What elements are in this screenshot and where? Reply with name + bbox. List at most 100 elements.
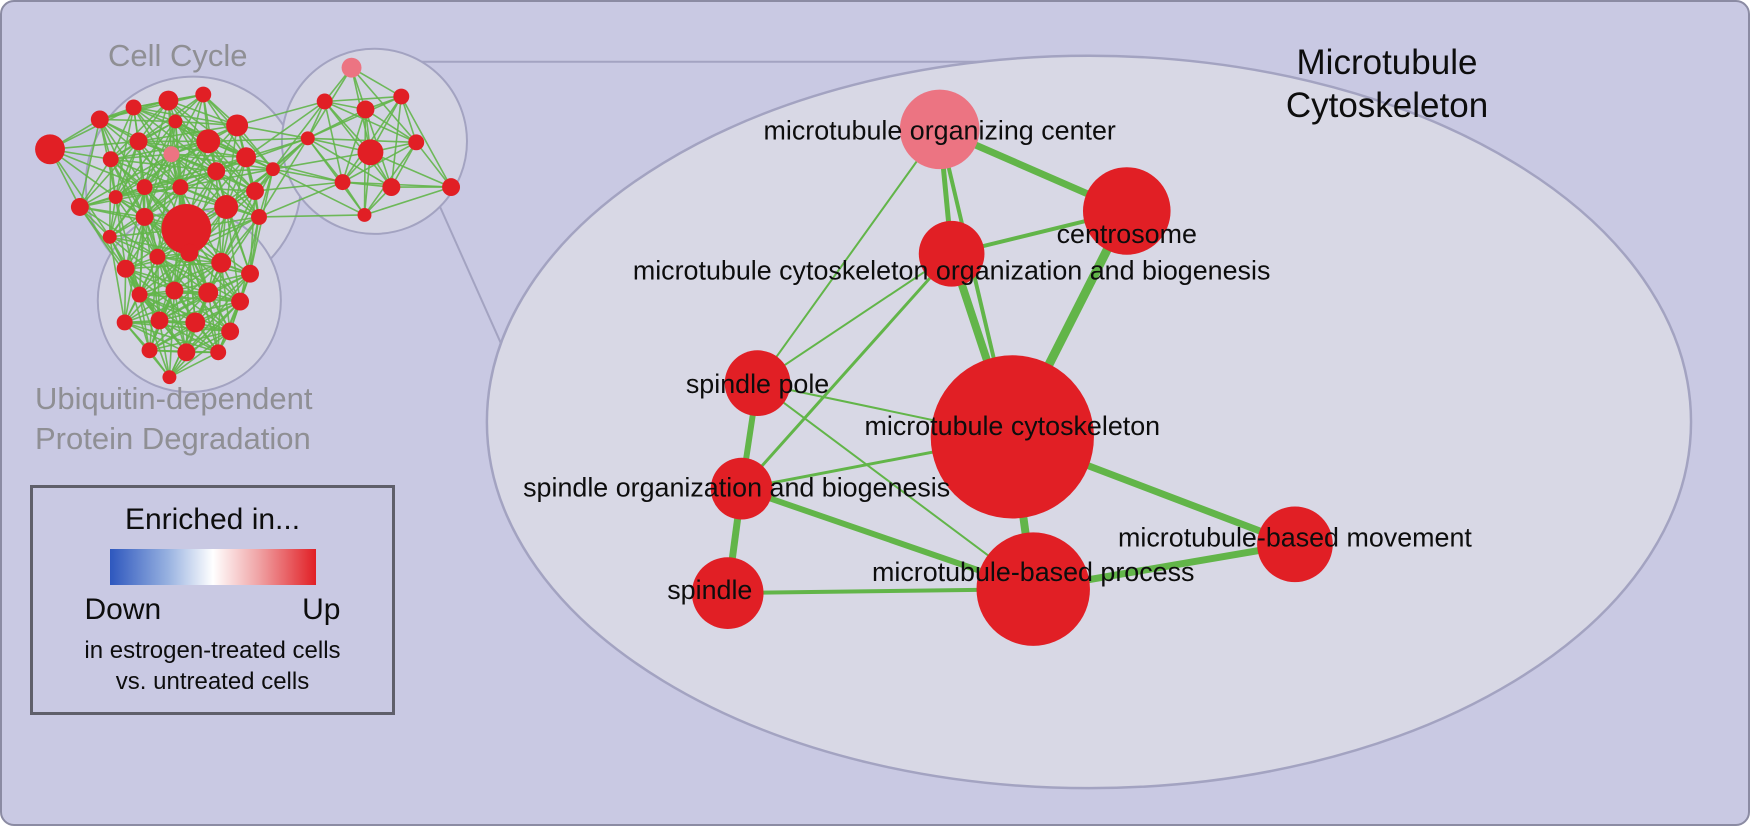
legend-endpoints: Down Up: [85, 593, 341, 627]
overview-node-31: [408, 134, 425, 151]
overview-node-20: [246, 182, 264, 201]
overview-node-18: [161, 204, 212, 254]
overview-edge: [272, 101, 326, 170]
overview-edge: [168, 300, 241, 378]
overview-node-50: [177, 343, 196, 362]
overview-node-4: [158, 90, 179, 111]
overview-node-10: [226, 114, 249, 137]
overview-edge: [79, 158, 112, 208]
edge-moc-spindle_pole: [756, 128, 941, 384]
node-label-process: microtubule-based process: [872, 557, 1194, 587]
node-spindle_pole: [724, 350, 791, 416]
overview-node-41: [131, 286, 148, 303]
cluster-label-ubiquitin-line2: Protein Degradation: [35, 420, 311, 456]
overview-node-34: [442, 178, 461, 197]
node-spindle_org: [710, 457, 773, 520]
overview-edge: [258, 181, 343, 218]
overview-edge: [124, 289, 175, 324]
overview-edge: [109, 107, 135, 160]
overview-edge: [400, 96, 417, 143]
overview-edge: [124, 321, 231, 333]
overview-edge: [144, 186, 227, 208]
node-process: [976, 532, 1090, 646]
overview-edge: [124, 216, 146, 269]
overview-node-51: [210, 344, 227, 361]
cluster-label-ubiquitin: Ubiquitin-dependent Protein Degradation: [35, 379, 313, 458]
overview-edge: [202, 94, 247, 158]
overview-edge: [115, 170, 217, 198]
overview-edge: [208, 137, 308, 143]
overview-edge: [307, 95, 402, 140]
overview-edge: [109, 236, 175, 292]
overview-edge: [207, 140, 260, 218]
overview-edge: [370, 151, 452, 188]
overview-node-46: [150, 311, 169, 330]
node-movement: [1257, 506, 1333, 583]
overview-node-8: [163, 146, 180, 163]
figure-title: Microtubule Cytoskeleton: [1247, 42, 1527, 127]
cluster-label-ubiquitin-line1: Ubiquitin-dependent: [35, 381, 313, 416]
overview-edge: [144, 156, 247, 188]
overview-node-11: [236, 147, 257, 168]
overview-node-38: [180, 243, 199, 262]
overview-edge: [108, 236, 126, 323]
overview-edge: [307, 137, 417, 144]
overview-edge: [236, 124, 308, 140]
legend-down-label: Down: [84, 593, 162, 626]
node-label-spindle_org: spindle organization and biogenesis: [523, 473, 950, 503]
overview-node-24: [168, 114, 183, 129]
overview-node-7: [102, 151, 119, 168]
overview-edge: [110, 153, 172, 161]
overview-node-5: [195, 86, 212, 103]
overview-node-29: [300, 131, 315, 146]
overview-edge: [245, 100, 326, 158]
overview-edge: [365, 108, 417, 143]
overview-node-40: [241, 264, 259, 283]
overview-edge: [114, 141, 140, 198]
overview-edge: [174, 272, 251, 292]
overview-node-28: [393, 88, 410, 105]
overview-edge: [342, 141, 417, 183]
overview-edge: [364, 186, 452, 216]
node-label-centrosome: centrosome: [1057, 219, 1197, 249]
overview-edge: [168, 330, 231, 378]
overview-node-21: [265, 162, 280, 177]
node-label-moc: microtubule organizing center: [764, 115, 1116, 145]
node-centrosome: [1082, 167, 1171, 255]
overview-edge: [138, 216, 146, 295]
overview-node-25: [341, 57, 362, 78]
overview-edge: [79, 119, 101, 208]
overview-node-1: [35, 134, 65, 165]
overview-edge: [123, 268, 127, 323]
overview-edge: [143, 121, 177, 218]
node-spindle: [691, 557, 764, 629]
overview-edge: [415, 141, 452, 188]
overview-edge: [124, 186, 146, 269]
overview-edge: [188, 252, 197, 323]
overview-edge: [341, 96, 402, 183]
overview-edge: [236, 100, 325, 127]
cluster-label-cell-cycle: Cell Cycle: [108, 38, 248, 73]
overview-node-47: [185, 312, 206, 333]
overview-edge: [110, 99, 170, 160]
overview-edge: [109, 186, 146, 238]
legend-gradient-bar: [109, 549, 316, 585]
overview-edge: [175, 120, 274, 170]
overview-edge: [143, 121, 177, 188]
overview-node-36: [116, 259, 135, 278]
overview-edge: [341, 109, 367, 183]
legend-caption-line1: in estrogen-treated cells: [84, 637, 341, 664]
overview-node-14: [136, 179, 153, 196]
overview-edge: [159, 300, 241, 322]
overview-edge: [239, 216, 260, 302]
overview-edge: [272, 168, 343, 183]
node-mt_cyto: [930, 355, 1094, 519]
overview-edge: [169, 351, 219, 378]
figure-title-line2: Cytoskeleton: [1285, 85, 1489, 125]
overview-node-45: [116, 314, 133, 331]
overview-edge: [216, 168, 273, 172]
node-label-spindle_pole: spindle pole: [686, 369, 829, 399]
overview-edge: [170, 153, 260, 218]
overview-edge: [254, 181, 343, 192]
